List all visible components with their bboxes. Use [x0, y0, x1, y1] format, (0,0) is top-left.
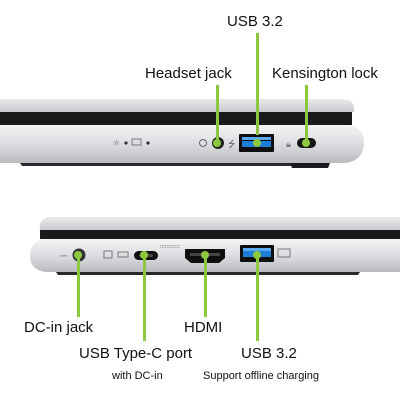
leader-dot-hdmi — [201, 251, 209, 259]
label-usbc-sub: with DC-in — [112, 370, 163, 382]
label-dcin-jack: DC-in jack — [24, 319, 94, 336]
leader-dot-usb32-top — [253, 139, 261, 147]
label-hdmi: HDMI — [184, 319, 223, 336]
svg-text:🔒︎: 🔒︎ — [286, 140, 291, 150]
leader-dcin — [77, 255, 80, 317]
svg-text:⭍: ⭍ — [228, 139, 236, 150]
label-usb32-top: USB 3.2 — [227, 13, 283, 30]
leader-dot-kensington — [302, 139, 310, 147]
leader-dot-usb32-bottom — [253, 251, 261, 259]
laptop-right-side: ☼ ⭍ 🔒︎ — [0, 99, 364, 168]
svg-text:▭▭▭: ▭▭▭ — [160, 242, 180, 250]
label-usbc-port: USB Type-C port — [79, 345, 193, 362]
leader-kensington — [305, 85, 308, 141]
leader-dot-dcin — [74, 251, 82, 259]
label-headset-jack: Headset jack — [145, 65, 232, 82]
leader-hdmi — [204, 255, 207, 317]
leader-dot-headset — [213, 139, 221, 147]
svg-text:☼: ☼ — [112, 139, 120, 149]
label-kensington-lock: Kensington lock — [272, 65, 378, 82]
label-usb32-sub: Support offline charging — [203, 370, 319, 382]
leader-headset — [216, 85, 219, 141]
leader-usb32-bottom — [256, 255, 259, 341]
label-usb32-bottom: USB 3.2 — [241, 345, 297, 362]
leader-dot-usbc — [140, 251, 148, 259]
svg-text:⎓: ⎓ — [60, 252, 67, 262]
leader-usbc — [143, 255, 146, 341]
laptop-left-side: ⎓ ▭▭▭ — [30, 217, 400, 275]
leader-usb32-top — [256, 33, 259, 135]
